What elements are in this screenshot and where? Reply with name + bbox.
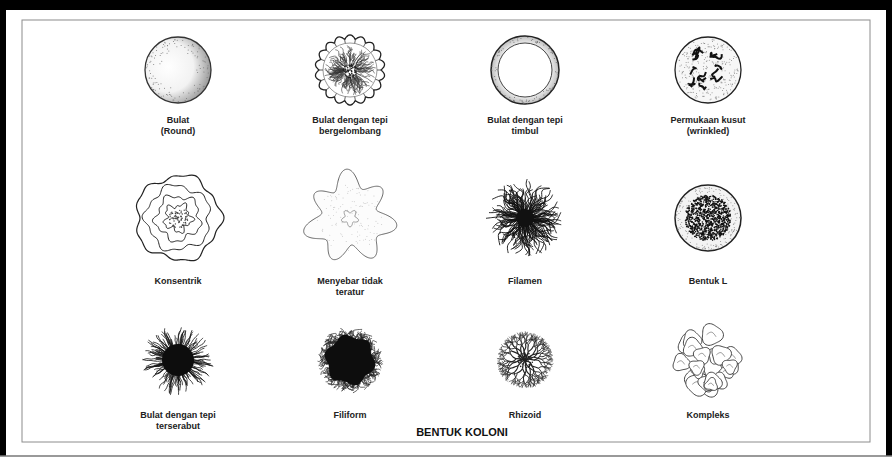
colony-drawing — [675, 185, 741, 251]
inner-frame — [22, 20, 870, 442]
colony-label: Rhizoid — [480, 410, 570, 421]
colony-drawing — [497, 331, 553, 388]
caption: BENTUK KOLONI — [416, 426, 508, 438]
colony-label: Bentuk L — [663, 276, 753, 287]
colony-drawing — [145, 37, 211, 103]
colony-label: Konsentrik — [133, 276, 223, 287]
colony-label: Kompleks — [663, 410, 753, 421]
colony-drawing — [491, 36, 559, 104]
colony-drawing — [318, 328, 383, 392]
colony-drawing — [673, 324, 742, 398]
frame-bar — [886, 0, 892, 456]
colony-label: Menyebar tidak teratur — [316, 276, 384, 299]
colony-label: Bulat dengan tepi bergelombang — [306, 115, 394, 138]
colony-drawing — [315, 35, 384, 105]
colony-drawing — [486, 179, 561, 256]
colony-drawing — [675, 37, 741, 103]
colony-drawing — [304, 169, 397, 260]
frame-bar — [0, 0, 6, 456]
colony-label: Bulat dengan tepi terserabut — [139, 410, 217, 433]
colony-drawing — [136, 175, 224, 261]
colony-label: Permukaan kusut (wrinkled) — [664, 115, 752, 138]
colony-label: Filiform — [305, 410, 395, 421]
colony-label: Bulat (Round) — [156, 115, 201, 138]
frame-line — [0, 455, 892, 457]
frame-bar — [0, 0, 892, 10]
colony-label: Filamen — [480, 276, 570, 287]
colony-drawing — [142, 327, 213, 395]
colony-label: Bulat dengan tepi timbul — [481, 115, 569, 138]
